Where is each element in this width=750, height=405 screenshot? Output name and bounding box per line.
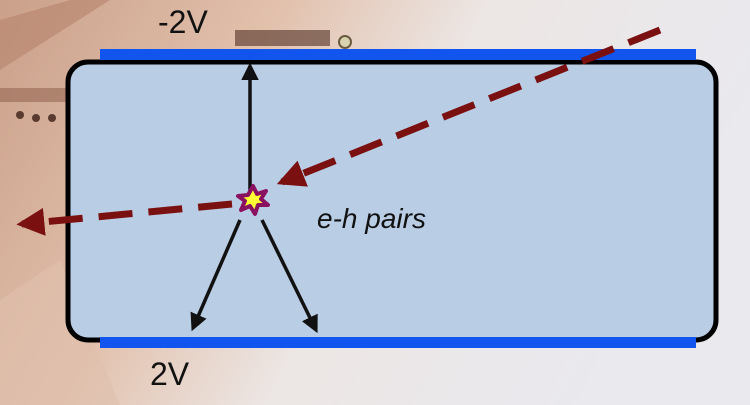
top-voltage-label: -2V: [158, 4, 208, 40]
bottom-electrode: [100, 337, 696, 348]
electron-drift-arrow-right: [260, 219, 318, 334]
particle-track-incoming: [276, 26, 662, 187]
bottom-voltage-label: 2V: [150, 356, 190, 392]
sensor-body: [65, 59, 719, 343]
electron-drift-arrow-left: [190, 219, 242, 332]
top-electrode: [100, 49, 696, 60]
particle-track-outgoing: [16, 200, 233, 236]
star-burst-icon: [236, 184, 270, 216]
eh-pairs-label: e-h pairs: [317, 203, 426, 234]
